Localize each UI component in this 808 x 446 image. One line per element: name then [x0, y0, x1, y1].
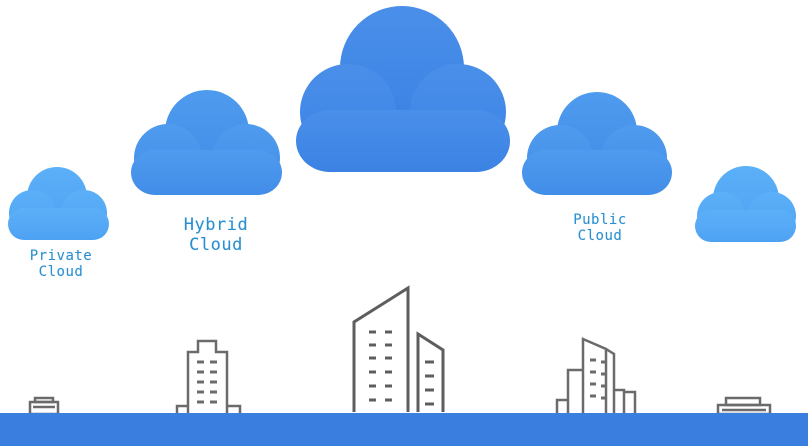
building-center-tall	[352, 285, 445, 412]
ground-strip	[0, 413, 808, 446]
private-cloud-label-line2: Cloud	[38, 264, 84, 281]
hybrid-cloud-label-line1: Hybrid	[183, 215, 249, 235]
cloud-large-center	[296, 6, 510, 172]
cloud-hybrid	[131, 90, 282, 195]
hybrid-cloud-label: Hybrid Cloud	[155, 215, 277, 255]
hybrid-cloud-label-line2: Cloud	[189, 234, 243, 255]
building-small-right	[716, 396, 772, 416]
private-cloud-label-line1: Private	[29, 248, 93, 264]
cloud-private	[8, 167, 109, 240]
building-right-tower	[555, 337, 637, 414]
cloud-public	[522, 92, 672, 195]
building-small-left	[28, 396, 60, 416]
private-cloud-label: Private Cloud	[12, 248, 110, 280]
public-cloud-label: Public Cloud	[548, 212, 652, 244]
building-left-tower	[175, 339, 242, 414]
public-cloud-label-line2: Cloud	[577, 228, 623, 245]
cloud-small-right	[695, 166, 796, 242]
public-cloud-label-line1: Public	[573, 212, 627, 228]
